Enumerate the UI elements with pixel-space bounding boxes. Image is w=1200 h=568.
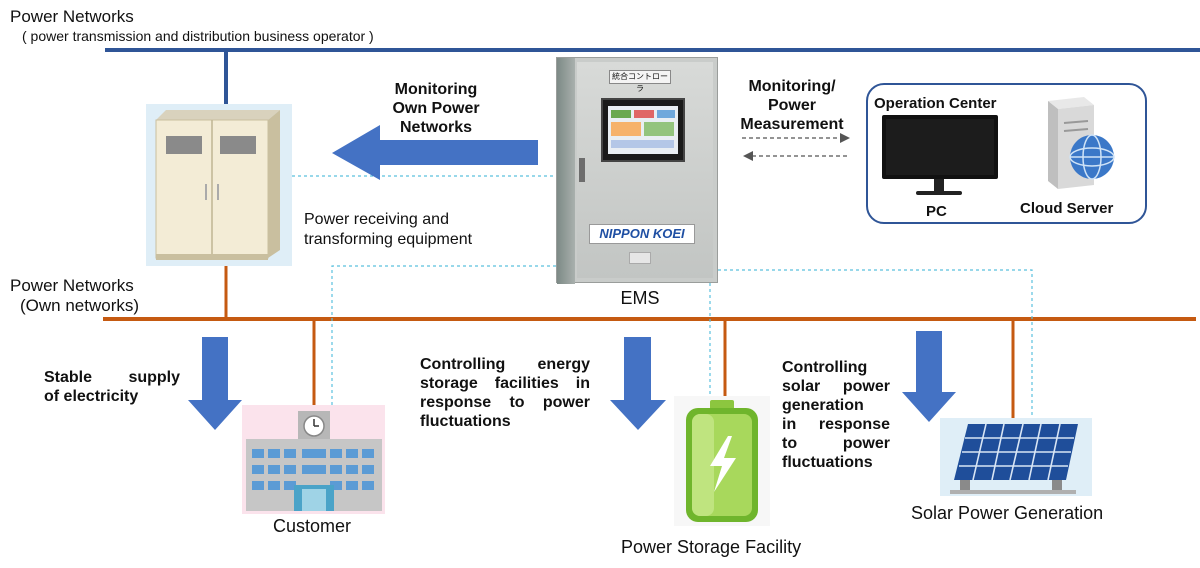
solar-caption: Controlling solar power generation in re…: [782, 358, 890, 472]
own-network-subtitle: (Own networks): [20, 296, 140, 315]
solar-caption-line5: to power: [782, 435, 890, 452]
solar-caption-line3: generation: [782, 397, 864, 414]
own-network-title: Power Networks: [10, 276, 134, 295]
customer-caption: Stable supply of electricity: [44, 368, 180, 406]
solar-panel-icon: [950, 423, 1078, 494]
solar-caption-line4: in response: [782, 416, 890, 433]
measurement-line2: Power: [767, 97, 816, 114]
control-dotted-lines: [292, 175, 1033, 418]
pc-monitor-icon: [882, 115, 998, 195]
storage-caption-line1: Controlling energy: [420, 356, 590, 373]
battery-icon: [686, 400, 758, 522]
cabinet-icon: [155, 110, 280, 260]
storage-label: Power Storage Facility: [621, 537, 802, 557]
solar-label: Solar Power Generation: [911, 503, 1104, 523]
receiving-label-line1: Power receiving and: [304, 211, 449, 228]
monitoring-own-line1: Monitoring: [394, 81, 478, 98]
ems-cabinet: 統合コントローラ NIPPON KOEI: [556, 57, 718, 284]
storage-caption-line4: fluctuations: [420, 413, 511, 430]
pc-label: PC: [926, 203, 947, 220]
cloud-server-icon: [1048, 97, 1115, 189]
ems-brand-plate: NIPPON KOEI: [589, 224, 695, 244]
measurement-line1: Monitoring/: [748, 78, 836, 95]
building-icon: [246, 411, 382, 511]
ems-panel-header: 統合コントローラ: [609, 70, 671, 93]
storage-battery-image: [674, 396, 770, 526]
operation-center-box: Operation Center PC Cloud Server: [866, 83, 1147, 224]
solar-caption-line2: solar power: [782, 378, 890, 395]
solar-down-arrow: [902, 331, 956, 422]
receiving-equipment-image: [146, 104, 292, 266]
monitoring-own-arrow: [332, 125, 538, 180]
monitoring-measurement-label: Monitoring/ Power Measurement: [730, 77, 854, 134]
customer-label: Customer: [272, 516, 352, 536]
ems-touch-screen: [601, 98, 685, 162]
ems-badge: [629, 252, 651, 264]
operation-center-title: Operation Center: [874, 95, 997, 112]
top-network-title: Power Networks: [10, 7, 134, 26]
measurement-line3: Measurement: [740, 116, 844, 133]
solar-panel-image: [940, 418, 1092, 496]
ops-dashed-arrows: [742, 137, 850, 157]
top-network-subtitle: ( power transmission and distribution bu…: [22, 28, 374, 44]
customer-building-image: [242, 405, 385, 514]
storage-caption-line3: response to power: [420, 394, 590, 411]
storage-caption-line2: storage facilities in: [420, 375, 590, 392]
customer-caption-line2: of electricity: [44, 388, 139, 405]
solar-caption-line1: Controlling: [782, 359, 868, 376]
ems-door: [577, 62, 713, 278]
solar-caption-line6: fluctuations: [782, 454, 873, 471]
ems-side-panel: [557, 58, 575, 284]
monitoring-own-line3: Networks: [399, 119, 473, 136]
ems-handle: [579, 158, 585, 182]
monitoring-own-label: Monitoring Own Power Networks: [372, 80, 500, 137]
receiving-label-line2: transforming equipment: [304, 231, 473, 248]
ems-screen-content: [608, 106, 678, 154]
storage-caption: Controlling energy storage facilities in…: [420, 355, 590, 431]
monitoring-own-line2: Own Power: [392, 100, 480, 117]
customer-down-arrow: [188, 337, 242, 430]
ems-label: EMS: [620, 288, 660, 308]
customer-caption-line1: Stable supply: [44, 369, 180, 386]
cloud-server-label: Cloud Server: [1020, 200, 1114, 217]
storage-down-arrow: [610, 337, 666, 430]
